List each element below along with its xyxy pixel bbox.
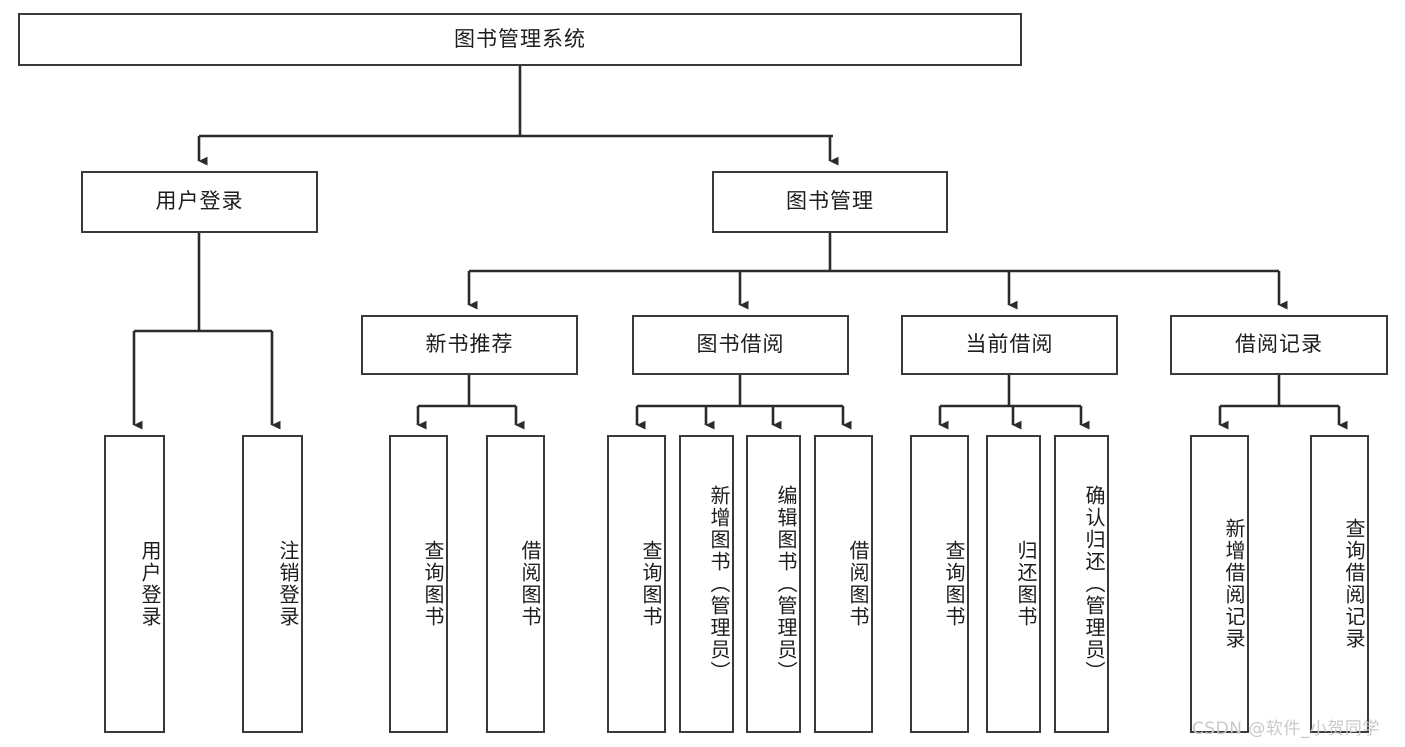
- leaf-query-book-borrow[interactable]: 查询图书: [607, 435, 666, 733]
- leaf-borrow-book[interactable]: 借阅图书: [814, 435, 873, 733]
- leaf-user-login[interactable]: 用户登录: [104, 435, 165, 733]
- leaf-user-logout[interactable]: 注销登录: [242, 435, 303, 733]
- node-new-book-recommend[interactable]: 新书推荐: [361, 315, 578, 375]
- leaf-edit-book-admin[interactable]: 编辑图书（管理员）: [746, 435, 801, 733]
- node-book-manage-label: 图书管理: [786, 189, 874, 214]
- leaf-add-borrow-record[interactable]: 新增借阅记录: [1190, 435, 1249, 733]
- node-root-label: 图书管理系统: [454, 26, 586, 51]
- leaf-edit-book-admin-label: 编辑图书（管理员）: [774, 485, 798, 683]
- leaf-query-book-borrow-label: 查询图书: [639, 540, 663, 628]
- leaf-query-borrow-record-label: 查询借阅记录: [1342, 518, 1366, 650]
- leaf-user-login-label: 用户登录: [138, 540, 162, 628]
- leaf-borrow-book-label: 借阅图书: [846, 540, 870, 628]
- leaf-return-book[interactable]: 归还图书: [986, 435, 1041, 733]
- leaf-borrow-book-new-label: 借阅图书: [518, 540, 542, 628]
- node-borrow-record-label: 借阅记录: [1235, 332, 1323, 357]
- node-current-borrow-label: 当前借阅: [965, 332, 1054, 357]
- node-user-login-label: 用户登录: [155, 189, 244, 214]
- leaf-add-borrow-record-label: 新增借阅记录: [1222, 518, 1246, 650]
- node-book-borrow-label: 图书借阅: [696, 332, 785, 357]
- node-new-book-recommend-label: 新书推荐: [425, 332, 514, 357]
- leaf-query-borrow-record[interactable]: 查询借阅记录: [1310, 435, 1369, 733]
- node-borrow-record[interactable]: 借阅记录: [1170, 315, 1388, 375]
- node-user-login[interactable]: 用户登录: [81, 171, 318, 233]
- node-book-manage[interactable]: 图书管理: [712, 171, 948, 233]
- leaf-query-book-current-label: 查询图书: [942, 540, 966, 628]
- node-book-borrow[interactable]: 图书借阅: [632, 315, 849, 375]
- node-root[interactable]: 图书管理系统: [18, 13, 1022, 66]
- leaf-query-book-current[interactable]: 查询图书: [910, 435, 969, 733]
- csdn-watermark: CSDN @软件_小贺同学: [1192, 719, 1380, 739]
- leaf-borrow-book-new[interactable]: 借阅图书: [486, 435, 545, 733]
- node-current-borrow[interactable]: 当前借阅: [901, 315, 1118, 375]
- leaf-confirm-return-admin[interactable]: 确认归还（管理员）: [1054, 435, 1109, 733]
- leaf-user-logout-label: 注销登录: [276, 540, 300, 628]
- leaf-add-book-admin[interactable]: 新增图书（管理员）: [679, 435, 734, 733]
- leaf-query-book-new-label: 查询图书: [421, 540, 445, 628]
- leaf-confirm-return-admin-label: 确认归还（管理员）: [1082, 485, 1106, 683]
- leaf-query-book-new[interactable]: 查询图书: [389, 435, 448, 733]
- leaf-return-book-label: 归还图书: [1014, 540, 1038, 628]
- leaf-add-book-admin-label: 新增图书（管理员）: [707, 485, 731, 683]
